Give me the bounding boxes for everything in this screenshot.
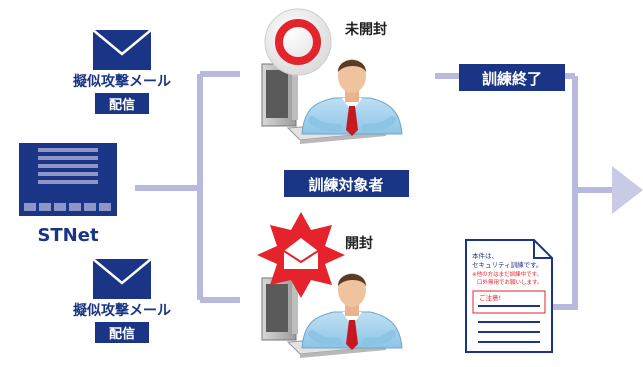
mail-title-top: 擬似攻撃メール	[73, 73, 171, 90]
stnet-label: STNet	[37, 225, 99, 246]
target-group-label: 訓練対象者	[308, 176, 383, 194]
mail-title-bottom: 擬似攻撃メール	[73, 302, 171, 319]
deliver-badge-top-label: 配信	[109, 97, 135, 113]
envelope-icon	[91, 257, 153, 301]
training-end-label: 訓練終了	[482, 70, 542, 88]
notice-document-icon	[465, 239, 553, 353]
notice-line-3: ※他の方はまだ訓練中です。	[472, 270, 542, 278]
target-group-badge	[284, 170, 409, 197]
flow-arrow-right-icon	[612, 166, 643, 214]
stnet-server-icon	[19, 143, 117, 216]
deliver-badge-top	[95, 93, 149, 114]
unopened-circle-icon	[264, 8, 332, 76]
deliver-badge-bottom-label: 配信	[109, 326, 135, 342]
opened-starburst-icon	[257, 212, 345, 298]
envelope-icon	[91, 28, 153, 72]
training-end-badge	[459, 64, 565, 91]
status-opened: 開封	[345, 235, 373, 252]
notice-line-1: 本件は、	[472, 251, 498, 260]
notice-line-2: セキュリティ訓練です。	[472, 260, 542, 269]
notice-warning: ご注意!	[479, 293, 501, 302]
deliver-badge-bottom	[95, 322, 149, 343]
trainee-opened-figure	[262, 273, 402, 358]
notice-line-4: 口外無用でお願いします。	[477, 278, 542, 286]
status-unopened: 未開封	[345, 21, 387, 38]
